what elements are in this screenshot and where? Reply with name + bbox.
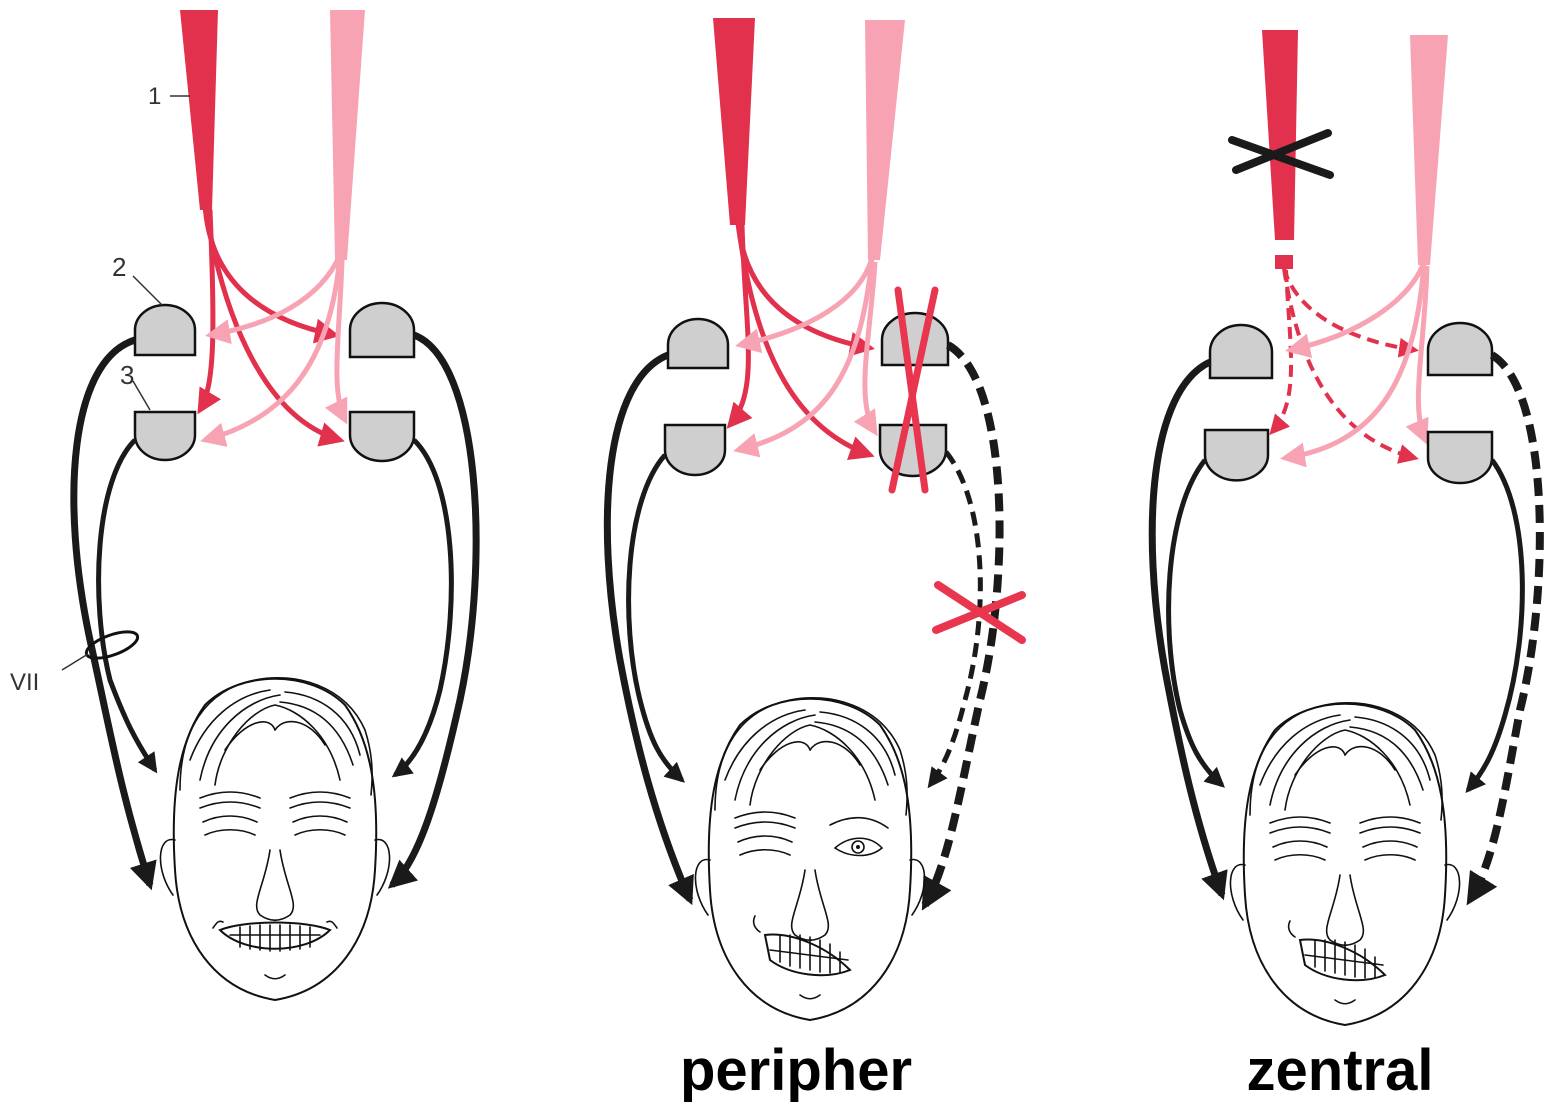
tract-left-dark <box>1262 30 1298 240</box>
nucleus-upper-right <box>882 313 948 365</box>
nucleus-lower-left <box>1205 430 1268 480</box>
nucleus-lower-right <box>880 425 946 476</box>
nucleus-upper-right <box>350 303 414 357</box>
tract-right-light <box>330 10 365 260</box>
nucleus-lower-right <box>1428 432 1492 483</box>
nucleus-upper-left <box>1210 325 1272 378</box>
nucleus-upper-left <box>135 305 195 355</box>
label-tract: 1 <box>148 83 161 110</box>
nucleus-upper-right <box>1428 323 1492 375</box>
nucleus-lower-left <box>665 425 725 475</box>
label-lower-nucleus: 3 <box>120 360 134 390</box>
label-nerve: VII <box>10 669 39 696</box>
caption-central: zentral <box>1247 1038 1434 1103</box>
caption-peripheral: peripher <box>680 1038 912 1103</box>
tract-right-light <box>865 20 905 260</box>
tract-left-dark <box>713 18 755 225</box>
nucleus-upper-left <box>668 319 728 368</box>
panel-normal: 1 2 3 VII <box>10 10 476 1000</box>
nucleus-lower-left <box>135 412 195 460</box>
face-normal <box>160 678 389 1000</box>
tract-right-light <box>1410 35 1448 265</box>
label-upper-nucleus: 2 <box>112 252 126 282</box>
panel-peripheral: peripher <box>607 18 1022 1103</box>
face-peripheral-palsy <box>695 698 924 1020</box>
face-central-palsy <box>1230 703 1459 1025</box>
tract-left-dark <box>180 10 218 210</box>
panel-central: zentral <box>1152 30 1540 1103</box>
nucleus-lower-right <box>350 412 414 461</box>
